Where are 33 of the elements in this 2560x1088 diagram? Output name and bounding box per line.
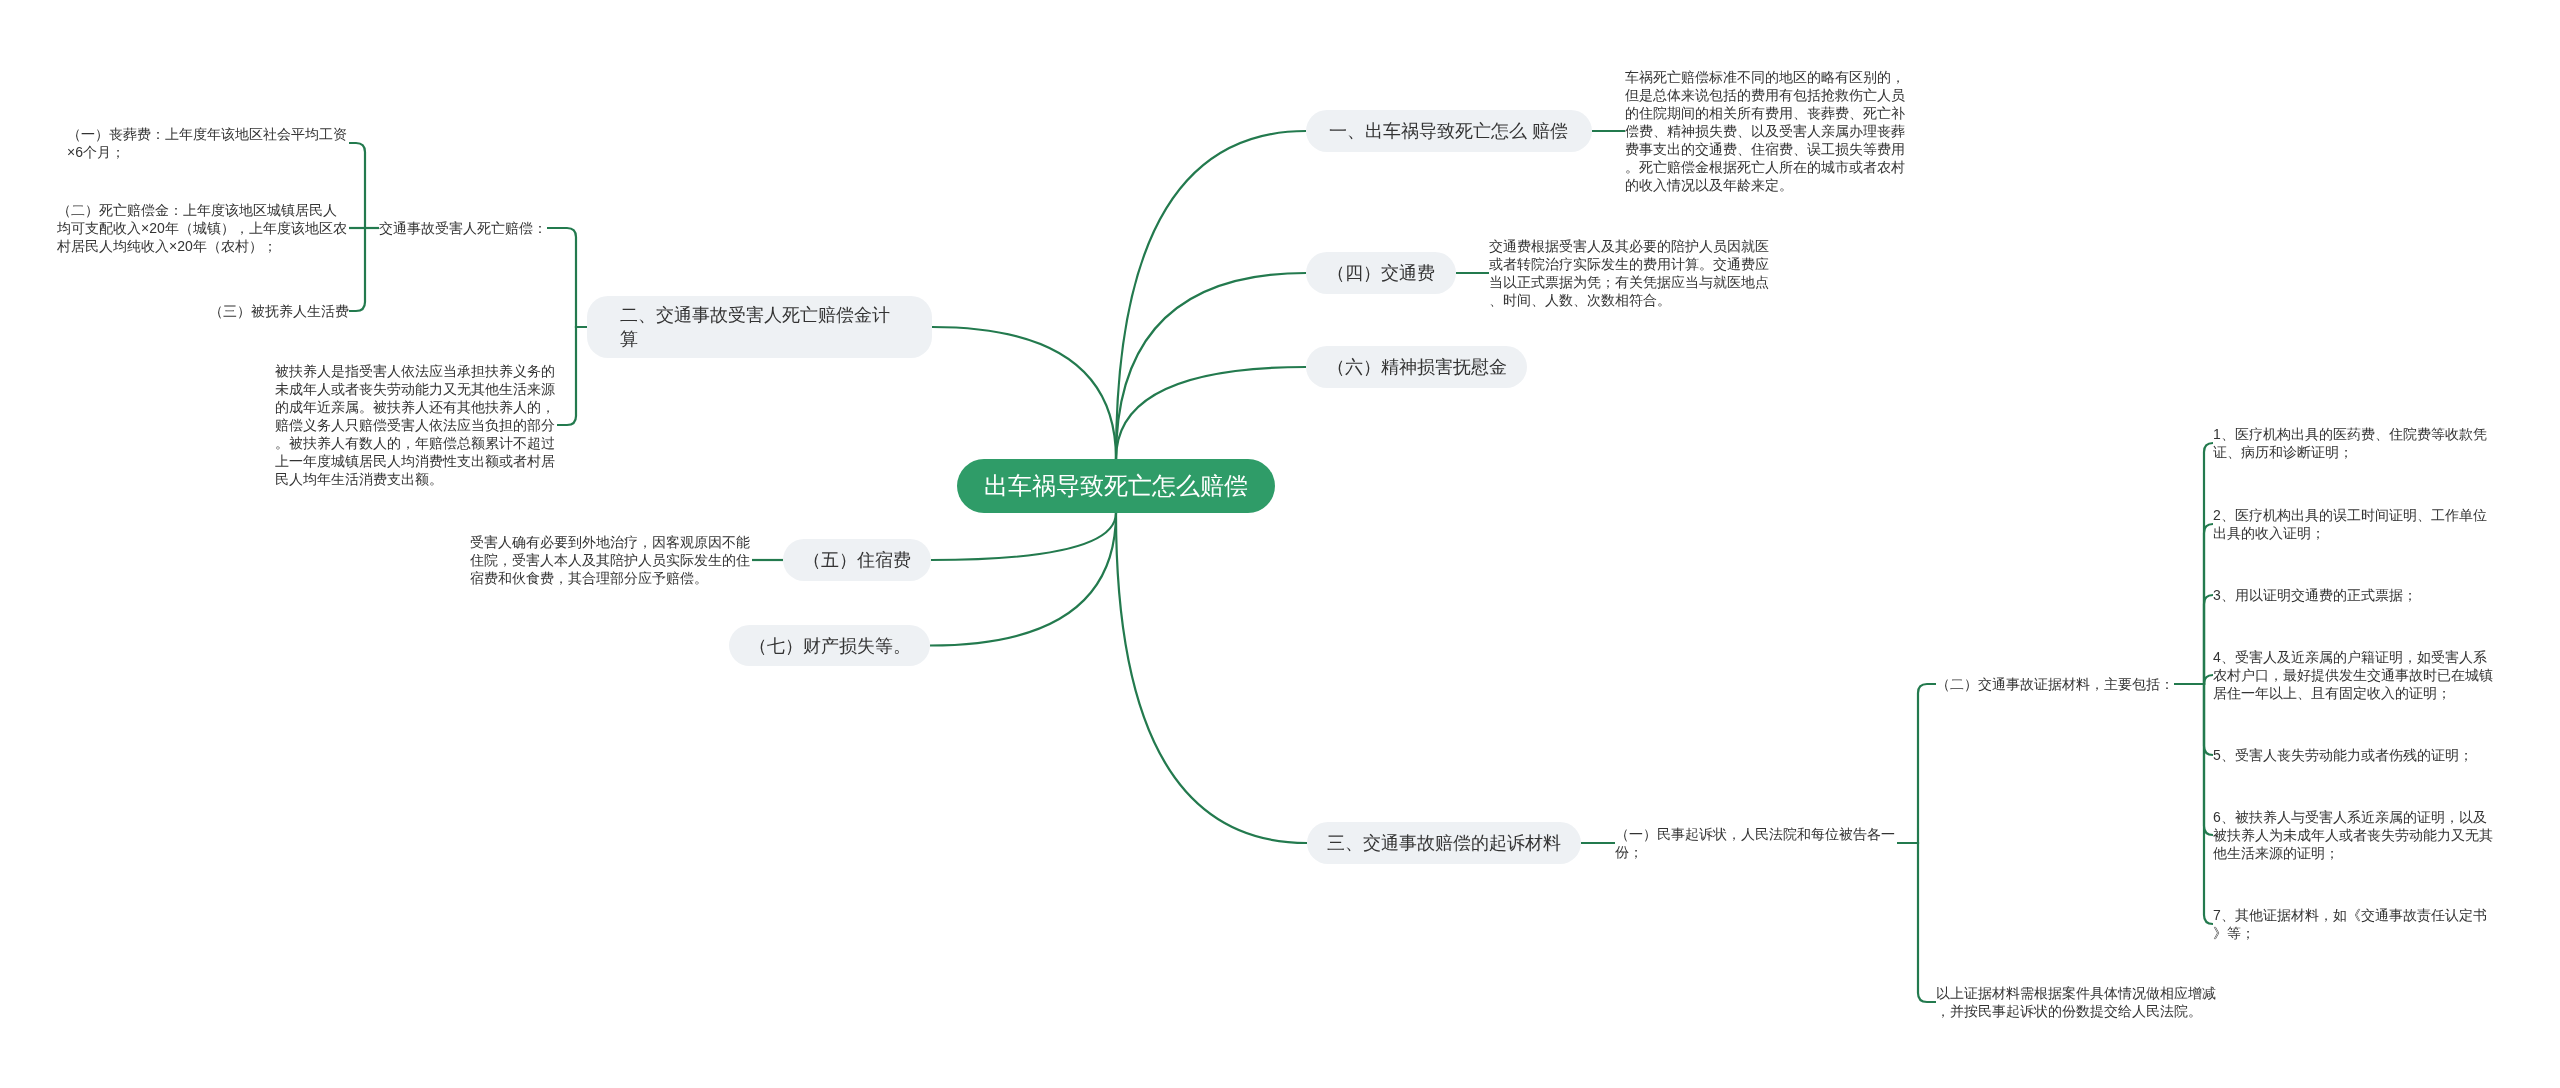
note-text: 2、医疗机构出具的误工时间证明、工作单位出具的收入证明；: [2213, 506, 2495, 542]
note-text: 交通事故受害人死亡赔偿：: [379, 219, 547, 237]
connector-line: [1456, 271, 1489, 275]
topic-box: 三、交通事故赔偿的起诉材料: [1307, 822, 1581, 864]
connector-line: [752, 558, 783, 562]
note-text: 1、医疗机构出具的医药费、住院费等收款凭证、病历和诊断证明；: [2213, 425, 2495, 461]
connector-line: [929, 512, 1118, 647]
note-text: 被扶养人是指受害人依法应当承担扶养义务的未成年人或者丧失劳动能力又无其他生活来源的成年近亲属。被扶养人还有其他扶养人的，赔偿义务人只赔偿受害人依法应当负担的部分。被扶养人有数人的，年赔偿总额累计不超过上一年度城镇居民人均消费性支出额或者村居民人均年生活消费支出额。: [275, 362, 557, 488]
topic-box: 二、交通事故受害人死亡赔偿金计算: [587, 296, 932, 358]
note-text: （一）丧葬费：上年度年该地区社会平均工资×6个月；: [67, 125, 349, 161]
topic-box: （四）交通费: [1306, 252, 1456, 294]
note-text: （一）民事起诉状，人民法院和每位被告各一份；: [1615, 825, 1897, 861]
note-text: （二）交通事故证据材料，主要包括：: [1936, 675, 2174, 693]
topic-box: （五）住宿费: [783, 539, 931, 581]
note-text: 3、用以证明交通费的正式票据；: [2213, 586, 2495, 604]
central-topic: 出车祸导致死亡怎么赔偿: [957, 459, 1275, 513]
topic-box: （七）财产损失等。: [729, 625, 930, 666]
note-text: 车祸死亡赔偿标准不同的地区的略有区别的，但是总体来说包括的费用有包括抢救伤亡人员的住院期间的相关所有费用、丧葬费、死亡补偿费、精神损失费、以及受害人亲属办理丧葬费事支出的交通费、住宿费、误工损失等费用。死亡赔偿金根据死亡人所在的城市或者农村的收入情况以及年龄来定。: [1625, 68, 1907, 194]
connector-line: [1114, 365, 1307, 460]
connector-line: [2174, 682, 2215, 926]
note-text: 交通费根据受害人及其必要的陪护人员因就医或者转院治疗实际发生的费用计算。交通费应当以正式票据为凭；有关凭据应当与就医地点、时间、人数、次数相符合。: [1489, 237, 1771, 309]
note-text: 以上证据材料需根据案件具体情况做相应增减，并按民事起诉状的份数提交给人民法院。: [1936, 984, 2218, 1020]
note-text: 6、被扶养人与受害人系近亲属的证明，以及被扶养人为未成年人或者丧失劳动能力又无其他生活来源的证明；: [2213, 808, 2495, 862]
note-text: 4、受害人及近亲属的户籍证明，如受害人系农村户口，最好提供发生交通事故时已在城镇居住一年以上、且有固定收入的证明；: [2213, 648, 2495, 702]
note-text: 7、其他证据材料，如《交通事故责任认定书》等；: [2213, 906, 2495, 942]
topic-box: （六）精神损害抚慰金: [1306, 346, 1527, 388]
note-text: （三）被抚养人生活费: [209, 302, 349, 320]
connector-line: [1581, 841, 1615, 845]
note-text: （二）死亡赔偿金：上年度该地区城镇居民人均可支配收入×20年（城镇），上年度该地区农村居民人均纯收入×20年（农村）；: [57, 201, 349, 255]
note-text: 受害人确有必要到外地治疗，因客观原因不能住院，受害人本人及其陪护人员实际发生的住宿费和伙食费，其合理部分应予赔偿。: [470, 533, 752, 587]
topic-box: 一、出车祸导致死亡怎么 赔偿: [1306, 110, 1592, 152]
note-text: 5、受害人丧失劳动能力或者伤残的证明；: [2213, 746, 2495, 764]
connector-line: [1592, 129, 1625, 133]
